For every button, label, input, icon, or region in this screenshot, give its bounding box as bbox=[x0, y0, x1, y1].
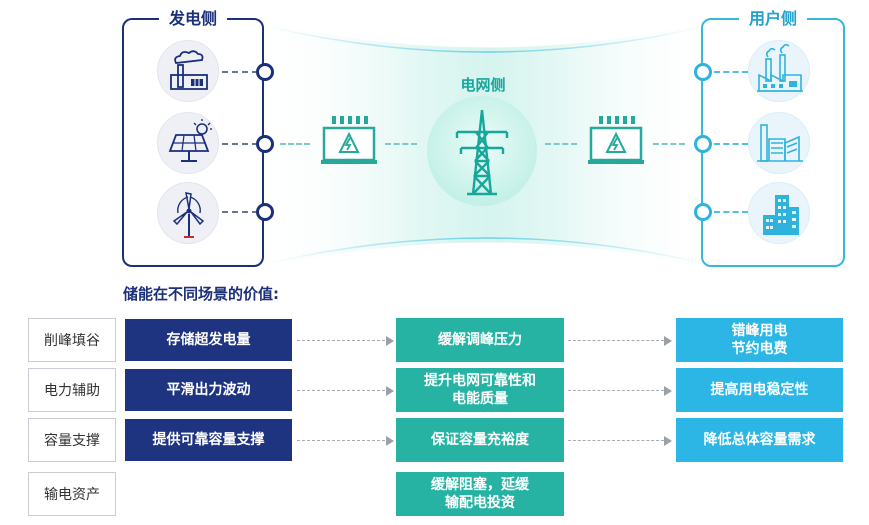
user-node bbox=[694, 203, 712, 221]
grid-value-cell: 保证容量充裕度 bbox=[396, 418, 564, 462]
office-building-icon bbox=[748, 182, 810, 244]
link-dash bbox=[385, 143, 417, 145]
user-value-cell: 提高用电稳定性 bbox=[676, 368, 843, 412]
row-connector bbox=[297, 440, 385, 441]
user-node bbox=[694, 135, 712, 153]
row-label-transmission-assets: 输电资产 bbox=[28, 472, 116, 516]
user-connector bbox=[714, 211, 748, 213]
arrow-right-icon bbox=[664, 336, 672, 346]
generation-node bbox=[256, 203, 274, 221]
arrow-right-icon bbox=[386, 436, 394, 446]
generation-connector bbox=[222, 211, 258, 213]
user-connector bbox=[714, 143, 748, 145]
energy-storage-box-icon bbox=[588, 116, 644, 164]
generation-side-title: 发电侧 bbox=[158, 9, 227, 28]
generation-value-cell: 提供可靠容量支撑 bbox=[125, 419, 292, 461]
user-connector bbox=[714, 71, 748, 73]
arrow-right-icon bbox=[386, 386, 394, 396]
row-connector bbox=[568, 340, 664, 341]
factory-icon bbox=[157, 40, 219, 102]
grid-side-title: 电网侧 bbox=[460, 76, 506, 94]
industrial-factory-icon bbox=[748, 40, 810, 102]
row-connector bbox=[297, 340, 385, 341]
wind-turbine-icon bbox=[157, 182, 219, 244]
row-connector bbox=[297, 390, 385, 391]
user-value-cell: 错峰用电 节约电费 bbox=[676, 318, 843, 362]
industrial-park-icon bbox=[748, 112, 810, 174]
user-value-cell: 降低总体容量需求 bbox=[676, 418, 843, 462]
generation-value-cell: 平滑出力波动 bbox=[125, 369, 292, 411]
transmission-tower-icon bbox=[455, 109, 509, 196]
generation-value-cell: 存储超发电量 bbox=[125, 319, 292, 361]
generation-connector bbox=[222, 71, 258, 73]
row-connector bbox=[568, 440, 664, 441]
grid-value-cell: 缓解阻塞，延缓 输配电投资 bbox=[396, 472, 564, 516]
row-label-ancillary-service: 电力辅助 bbox=[28, 368, 116, 412]
arrow-right-icon bbox=[664, 386, 672, 396]
generation-connector bbox=[222, 143, 258, 145]
energy-storage-box-icon bbox=[321, 116, 377, 164]
link-dash bbox=[653, 143, 685, 145]
arrow-right-icon bbox=[664, 436, 672, 446]
row-label-capacity-support: 容量支撑 bbox=[28, 418, 116, 462]
grid-value-cell: 提升电网可靠性和 电能质量 bbox=[396, 368, 564, 412]
row-label-peak-shaving: 削峰填谷 bbox=[28, 318, 116, 362]
link-dash bbox=[545, 143, 577, 145]
user-node bbox=[694, 63, 712, 81]
generation-node bbox=[256, 135, 274, 153]
link-dash bbox=[280, 143, 310, 145]
solar-panel-icon bbox=[157, 112, 219, 174]
generation-node bbox=[256, 63, 274, 81]
value-section-title: 储能在不同场景的价值: bbox=[123, 285, 279, 303]
grid-value-cell: 缓解调峰压力 bbox=[396, 318, 564, 362]
row-connector bbox=[568, 390, 664, 391]
user-side-panel: 用户侧 bbox=[701, 9, 845, 267]
user-side-title: 用户侧 bbox=[738, 9, 807, 28]
arrow-right-icon bbox=[386, 336, 394, 346]
